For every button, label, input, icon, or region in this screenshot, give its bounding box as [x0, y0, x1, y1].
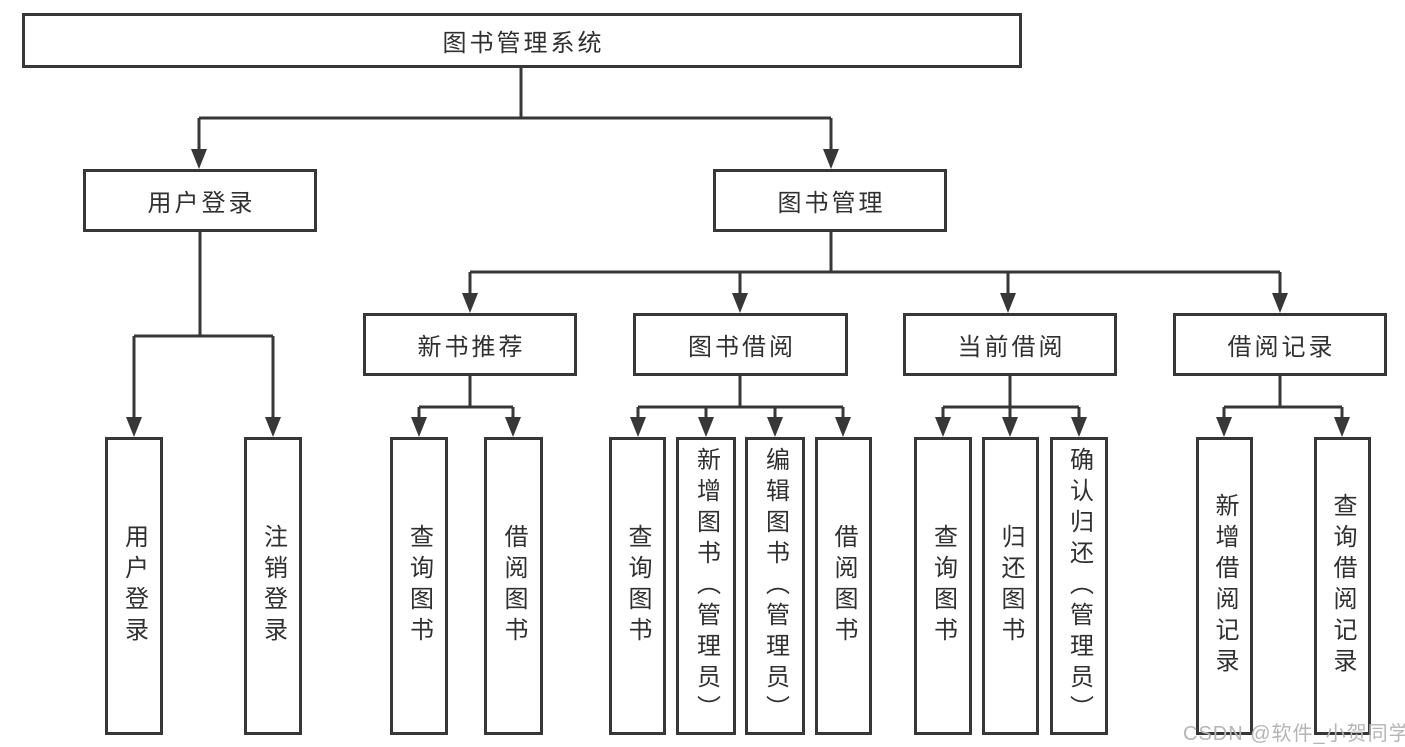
leaf-logout: 注销登录	[244, 437, 302, 735]
node-borrow-records: 借阅记录	[1173, 313, 1387, 376]
csdn-watermark: CSDN @软件_小贺同学	[1183, 723, 1405, 745]
leaf-query-borrow-record: 查询借阅记录	[1314, 437, 1371, 735]
leaf-confirm-return-admin: 确认归还（管理员）	[1050, 437, 1108, 735]
leaf-query-books-rec: 查询图书	[390, 437, 448, 735]
leaf-add-borrow-record: 新增借阅记录	[1196, 437, 1253, 735]
leaf-borrow-books: 借阅图书	[815, 437, 872, 735]
node-book-borrow: 图书借阅	[633, 313, 848, 376]
leaf-query-books-current: 查询图书	[914, 437, 972, 735]
leaf-edit-book-admin: 编辑图书（管理员）	[745, 437, 805, 735]
node-root: 图书管理系统	[22, 13, 1022, 68]
leaf-return-book: 归还图书	[982, 437, 1039, 735]
node-current-borrow: 当前借阅	[903, 313, 1117, 376]
leaf-query-books-borrow: 查询图书	[609, 437, 666, 735]
leaf-user-login: 用户登录	[105, 437, 163, 735]
leaf-add-book-admin: 新增图书（管理员）	[676, 437, 736, 735]
node-user-login: 用户登录	[83, 169, 317, 232]
node-new-book-rec: 新书推荐	[363, 313, 577, 376]
node-book-manage: 图书管理	[713, 169, 947, 232]
leaf-borrow-books-rec: 借阅图书	[484, 437, 543, 735]
